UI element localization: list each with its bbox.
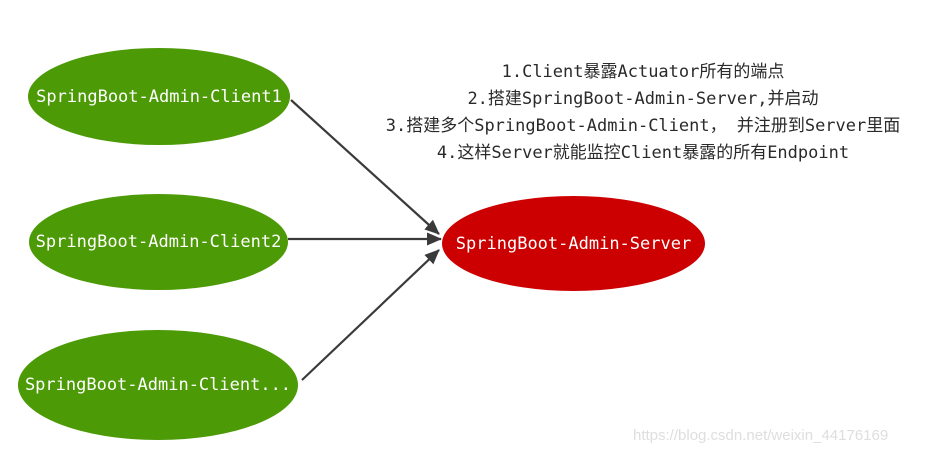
note-line-4: 4.这样Server就能监控Client暴露的所有Endpoint: [436, 143, 850, 163]
node-client3-label: SpringBoot-Admin-Client...: [24, 375, 292, 395]
note-line-3: 3.搭建多个SpringBoot-Admin-Client， 并注册到Serve…: [385, 116, 901, 136]
node-client1-label: SpringBoot-Admin-Client1: [36, 86, 282, 107]
note-line-2: 2.搭建SpringBoot-Admin-Server,并启动: [467, 89, 819, 109]
node-server: SpringBoot-Admin-Server: [442, 196, 705, 291]
node-client2: SpringBoot-Admin-Client2: [29, 194, 288, 290]
watermark: https://blog.csdn.net/weixin_44176169: [633, 427, 889, 444]
edge-client3-to-server: [301, 249, 440, 381]
node-server-label: SpringBoot-Admin-Server: [455, 233, 692, 254]
notes-block: 1.Client暴露Actuator所有的端点 2.搭建SpringBoot-A…: [360, 59, 925, 167]
note-line-1: 1.Client暴露Actuator所有的端点: [501, 62, 785, 82]
node-client2-label: SpringBoot-Admin-Client2: [35, 232, 282, 252]
node-client1: SpringBoot-Admin-Client1: [28, 48, 290, 145]
node-client3: SpringBoot-Admin-Client...: [18, 330, 298, 440]
